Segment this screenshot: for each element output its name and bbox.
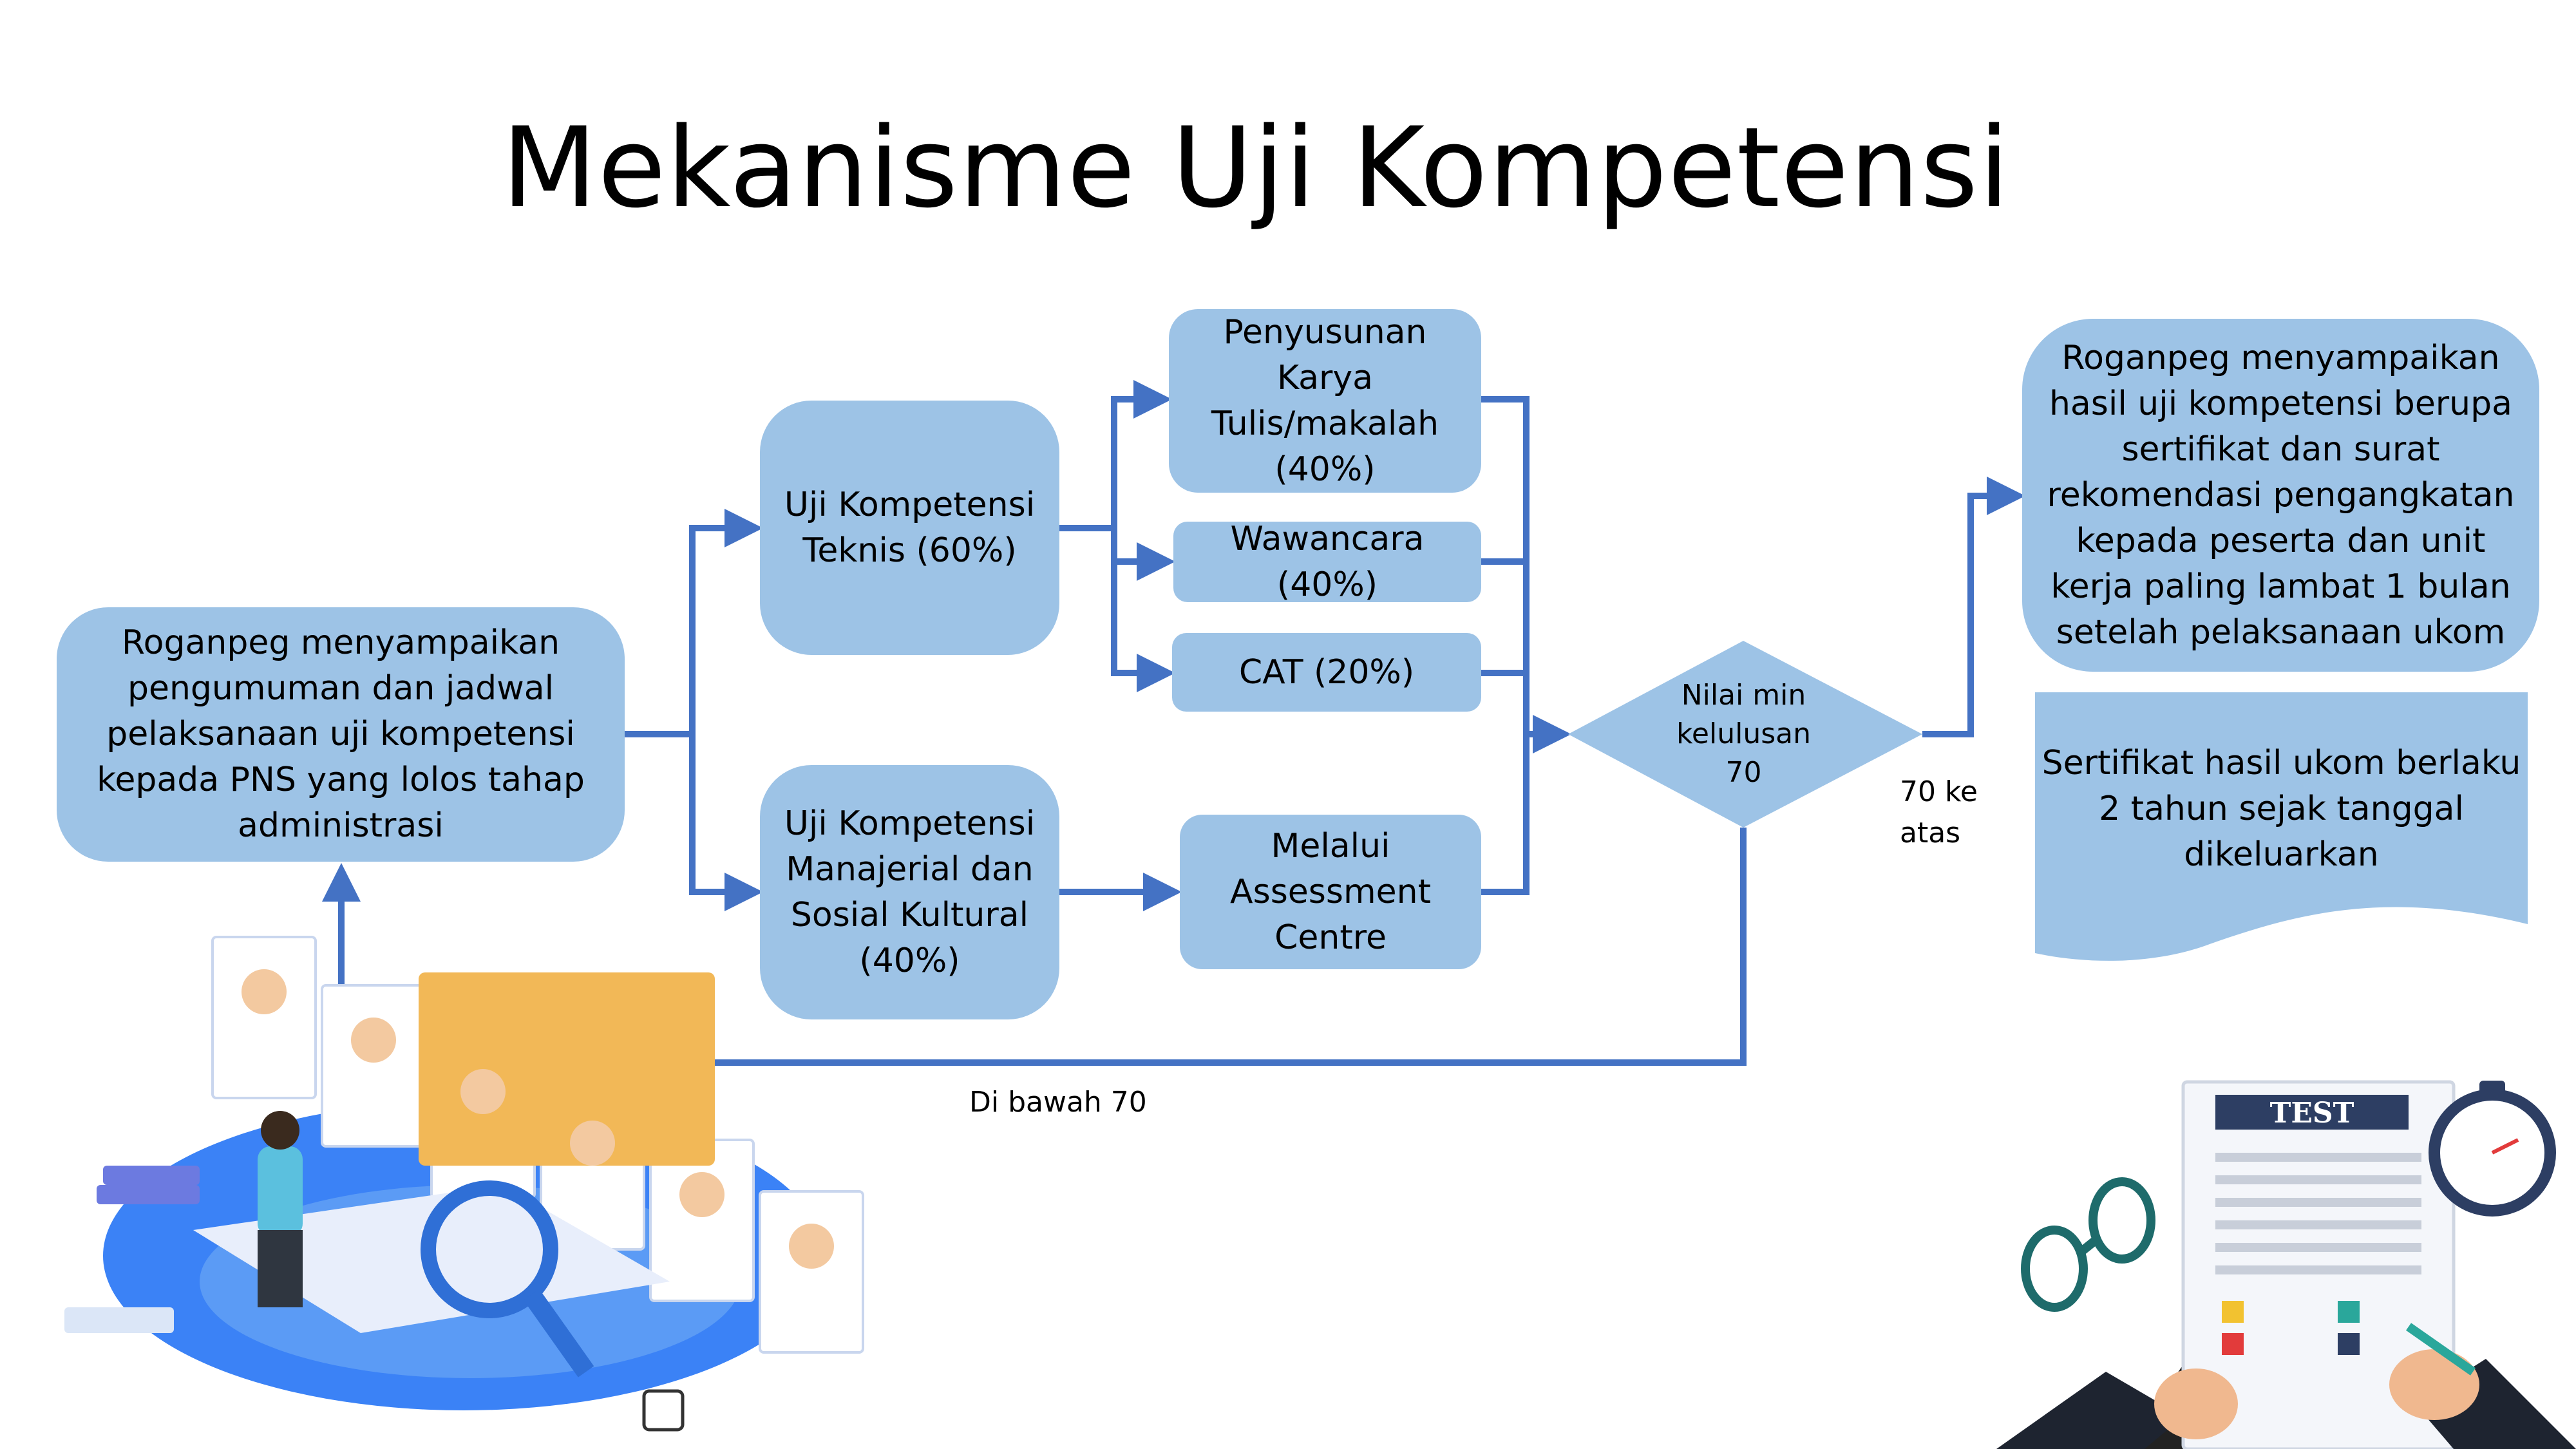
certificate-text: Sertifikat hasil ukom berlaku 2 tahun se… bbox=[2041, 744, 2521, 874]
announcement-box: Roganpeg menyampaikan pengumuman dan jad… bbox=[57, 607, 625, 862]
interview-box: Wawancara (40%) bbox=[1173, 520, 1481, 604]
page-title: Mekanisme Uji Kompetensi bbox=[501, 103, 2011, 232]
connector-to-wawancara bbox=[1111, 528, 1175, 581]
fail-label: Di bawah 70 bbox=[969, 1086, 1147, 1119]
connector-to-cat bbox=[1111, 562, 1175, 692]
result-announcement-box: Roganpeg menyampaikan hasil uji kompeten… bbox=[2022, 319, 2539, 672]
managerial-competency-box: Uji Kompetensi Manajerial dan Sosial Kul… bbox=[760, 765, 1059, 1019]
technical-competency-box: Uji Kompetensi Teknis (60%) bbox=[760, 401, 1059, 655]
certificate-document-shape bbox=[2035, 692, 2528, 961]
connector-to-teknis bbox=[689, 509, 763, 734]
assessment-centre-box: Melalui Assessment Centre bbox=[1180, 815, 1481, 969]
connector-merge-bus bbox=[1481, 396, 1530, 895]
cat-box: CAT (20%) bbox=[1172, 633, 1481, 712]
paper-writing-box: Penyusunan Karya Tulis/makalah (40%) bbox=[1169, 309, 1481, 493]
decision-label: Nilai min kelulusan 70 bbox=[1676, 679, 1811, 789]
connector-fail-loop bbox=[322, 828, 1747, 1066]
recruitment-search-illustration bbox=[64, 936, 864, 1432]
connector-to-manajerial bbox=[689, 734, 763, 911]
decision-diamond bbox=[1568, 641, 1922, 828]
connector-to-karya bbox=[1111, 380, 1172, 528]
test-paper-illustration: TEST bbox=[1996, 1080, 2576, 1449]
test-heading: TEST bbox=[2270, 1097, 2354, 1130]
connector-pass bbox=[1922, 477, 2025, 737]
pass-label: 70 ke atas bbox=[1900, 775, 1978, 849]
